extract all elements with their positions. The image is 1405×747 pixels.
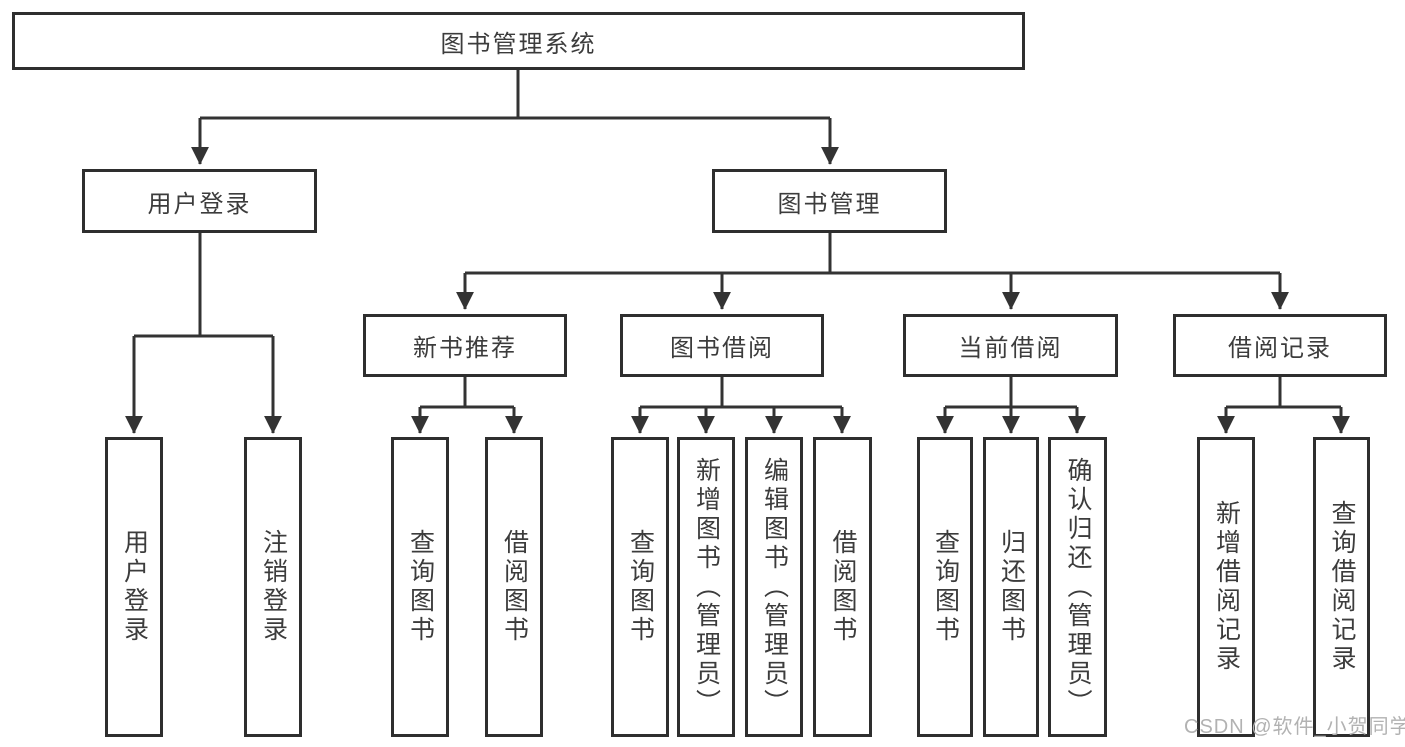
node-leaf-edit-books-admin: 编辑图书（管理员）: [745, 437, 803, 737]
watermark: CSDN @软件_小贺同学: [1184, 716, 1405, 738]
connector-current-borrowing-rail: [945, 377, 1077, 409]
node-leaf-return-books: 归还图书: [983, 437, 1039, 737]
node-leaf-add-borrow-record: 新增借阅记录: [1197, 437, 1255, 737]
node-leaf-user-login: 用户登录: [105, 437, 163, 737]
node-leaf-query-books-3: 查询图书: [917, 437, 973, 737]
connector-root-rail: [200, 70, 830, 120]
node-leaf-query-books-2: 查询图书: [611, 437, 669, 737]
node-book-management: 图书管理: [712, 169, 947, 233]
node-root: 图书管理系统: [12, 12, 1025, 70]
node-borrowing-records: 借阅记录: [1173, 314, 1387, 377]
node-leaf-query-books-1: 查询图书: [391, 437, 449, 737]
node-new-book-recommend: 新书推荐: [363, 314, 567, 377]
connector-book-borrowing-rail: [640, 377, 842, 409]
connector-user-login-rail: [134, 233, 273, 338]
connector-new-book-recommend-rail: [420, 377, 514, 409]
connector-borrowing-records-rail: [1226, 377, 1341, 409]
node-leaf-borrow-books-1: 借阅图书: [485, 437, 543, 737]
node-current-borrowing: 当前借阅: [903, 314, 1118, 377]
node-user-login: 用户登录: [82, 169, 317, 233]
connector-book-management-rail: [465, 233, 1280, 275]
node-leaf-borrow-books-2: 借阅图书: [813, 437, 872, 737]
node-book-borrowing: 图书借阅: [620, 314, 824, 377]
node-leaf-confirm-return-admin: 确认归还（管理员）: [1048, 437, 1107, 737]
node-leaf-query-borrow-record: 查询借阅记录: [1313, 437, 1370, 737]
node-leaf-add-books-admin: 新增图书（管理员）: [677, 437, 735, 737]
node-leaf-logout: 注销登录: [244, 437, 302, 737]
